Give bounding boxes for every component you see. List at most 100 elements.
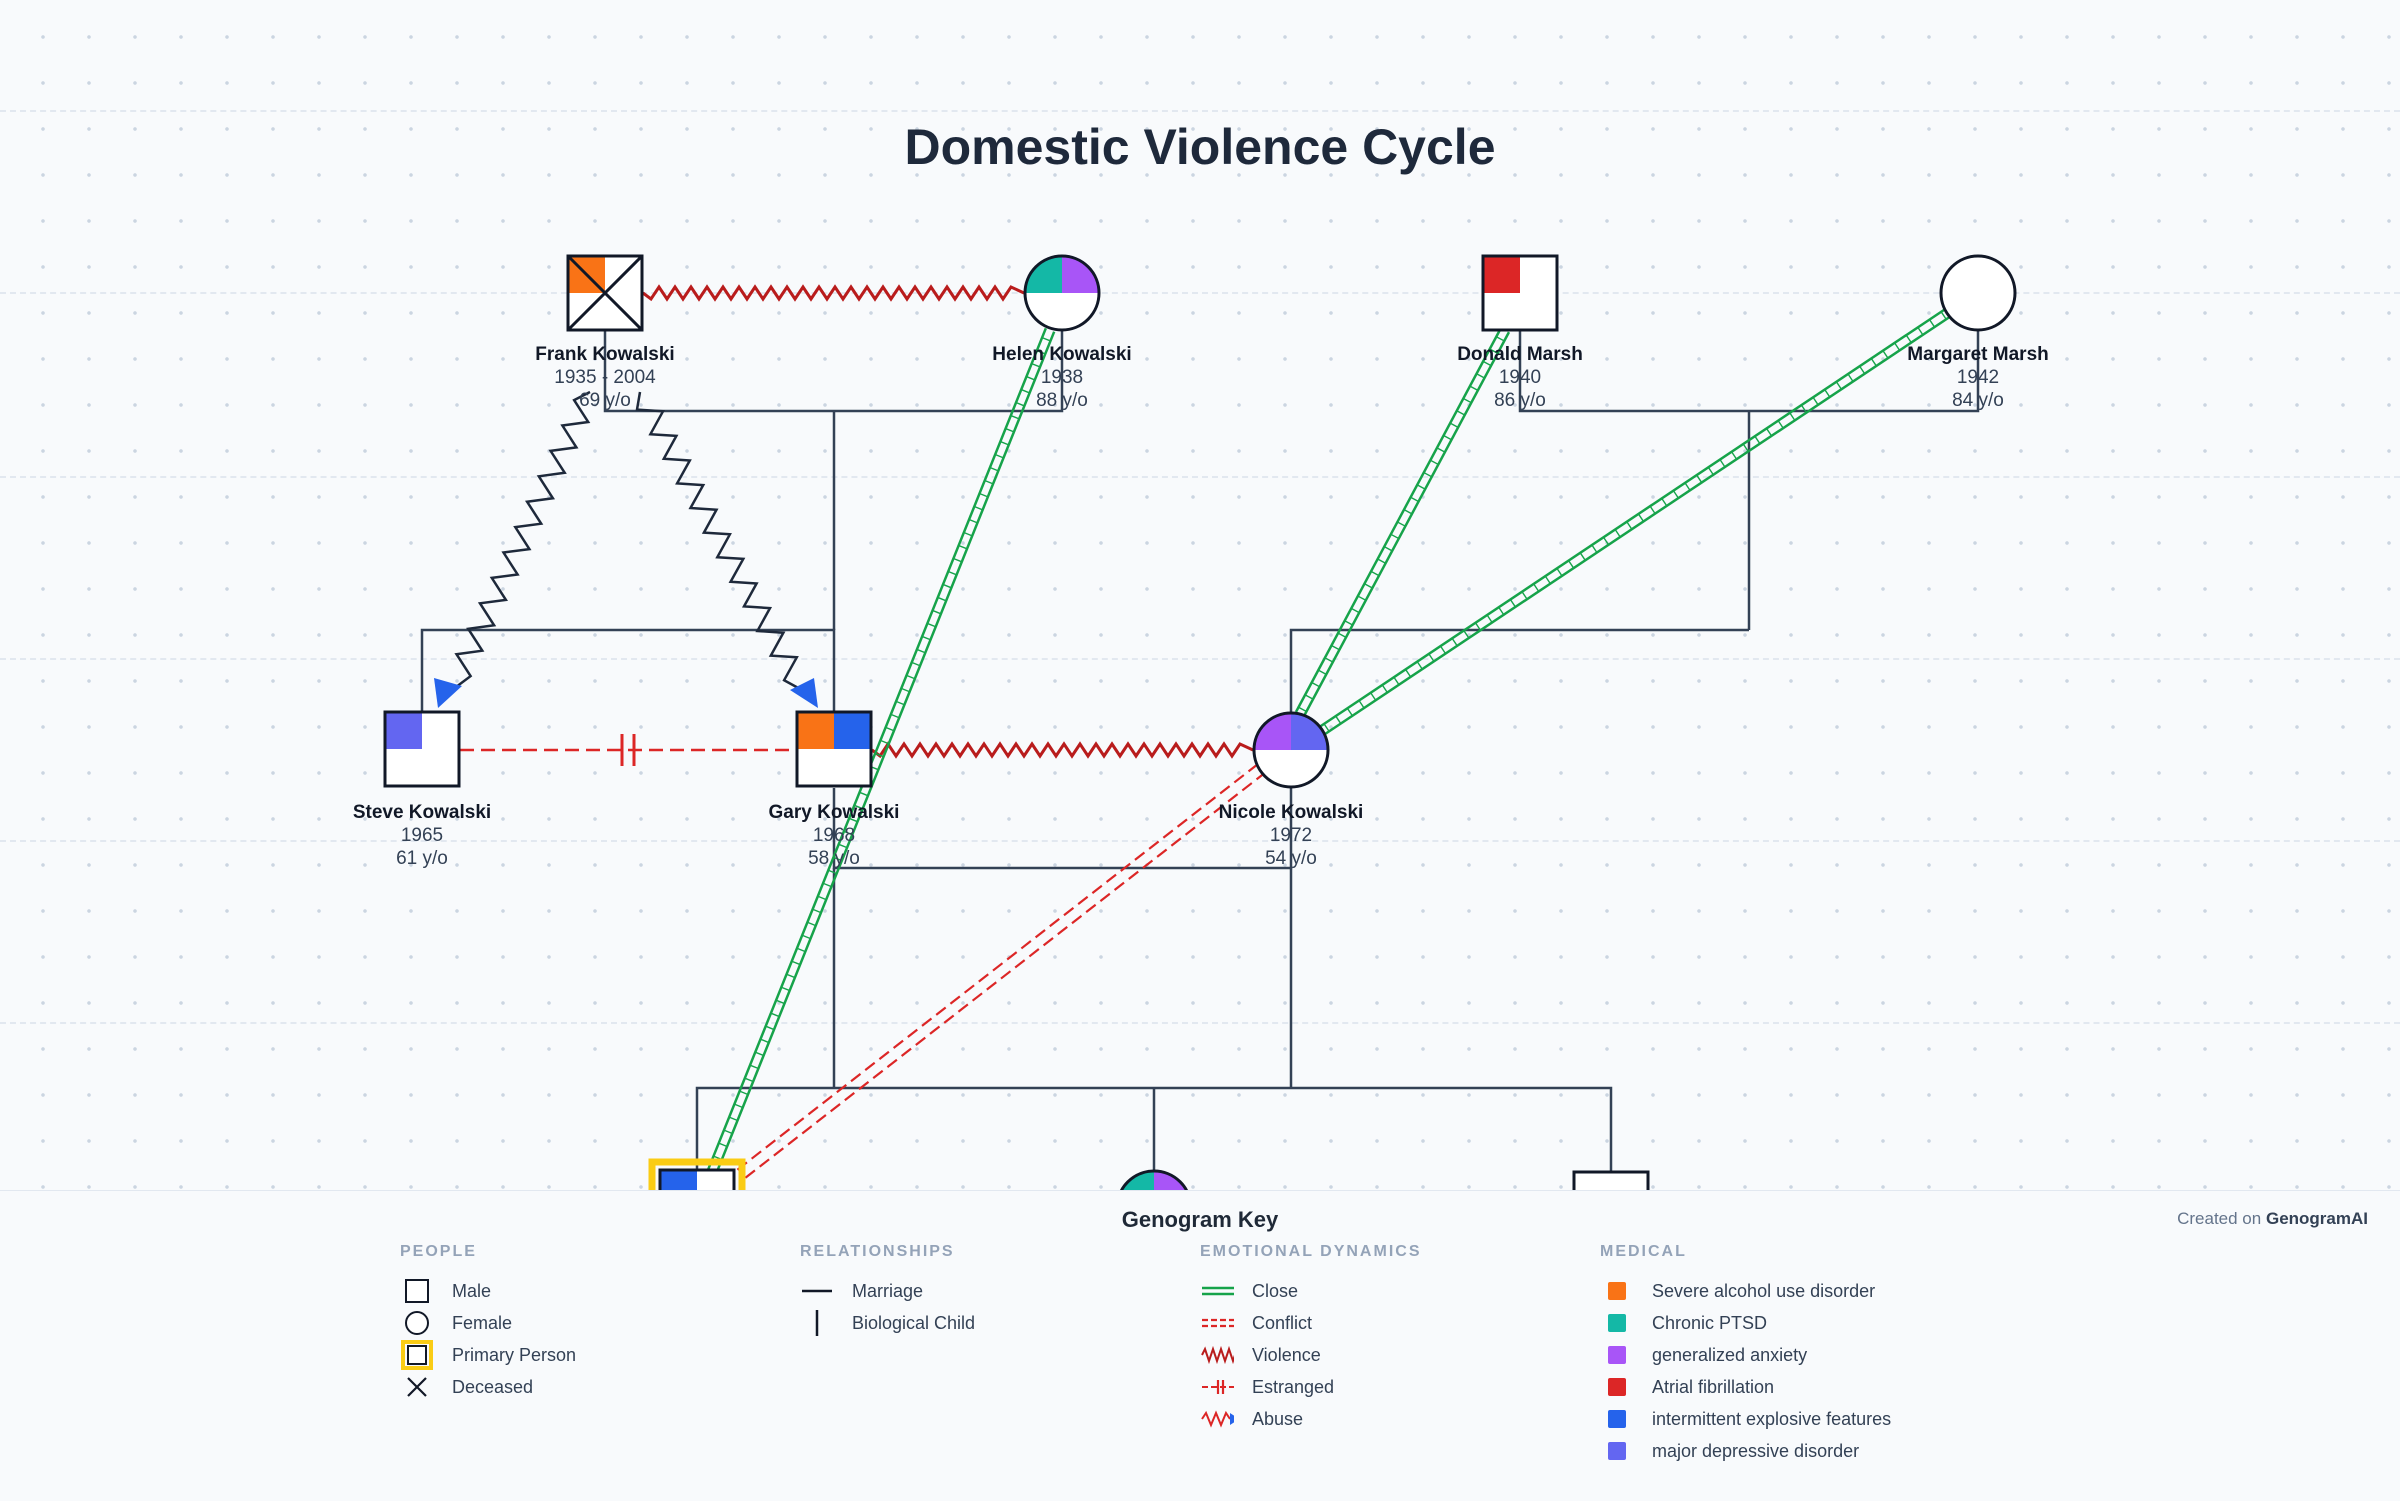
person-years: 1968 — [812, 825, 856, 846]
medical-quadrant-alcohol — [798, 713, 834, 749]
label-margaret-marsh: Margaret Marsh 1942 84 y/o — [1818, 343, 2138, 412]
close-lines — [706, 305, 1956, 1175]
close-line-margaret-nicole — [1316, 305, 1956, 737]
marriage-line-gary-nicole — [832, 788, 1293, 870]
key-item-explosive: intermittent explosive features — [1600, 1403, 1891, 1435]
color-swatch — [1608, 1282, 1626, 1300]
genogram-key: Genogram Key Created on GenogramAI PEOPL… — [0, 1190, 2400, 1501]
key-item-anxiety: generalized anxiety — [1600, 1339, 1891, 1371]
key-heading: EMOTIONAL DYNAMICS — [1200, 1243, 1422, 1260]
key-label: Violence — [1252, 1344, 1321, 1365]
person-age: 58 y/o — [808, 848, 860, 869]
medical-quadrant-afib — [1484, 257, 1520, 293]
medical-quadrant-depressive — [386, 713, 422, 749]
key-emotional: EMOTIONAL DYNAMICS Close Conflict Violen… — [1200, 1243, 1421, 1435]
key-item-close: Close — [1200, 1275, 1421, 1307]
medical-quadrant-ptsd — [1121, 1171, 1154, 1190]
diagram-title: Domestic Violence Cycle — [904, 119, 1496, 175]
key-item-estranged: Estranged — [1200, 1371, 1421, 1403]
key-item-depressive: major depressive disorder — [1600, 1435, 1891, 1467]
abuse-line-frank-steve — [451, 390, 591, 692]
credit-text: Created on GenogramAI — [2177, 1209, 2368, 1229]
key-item-male: Male — [400, 1275, 576, 1307]
sibling-line-kowalski — [420, 628, 836, 712]
medical-quadrant-depressive — [1291, 713, 1328, 750]
label-frank-kowalski: Frank Kowalski 1935 - 2004 69 y/o — [445, 343, 765, 412]
guide-line — [0, 476, 2400, 478]
key-item-deceased: Deceased — [400, 1371, 576, 1403]
person-helen-kowalski[interactable] — [1023, 254, 1101, 332]
key-label: Marriage — [852, 1280, 924, 1301]
key-people: PEOPLE Male Female Primary Person Deceas… — [400, 1243, 576, 1403]
person-gary-kowalski[interactable] — [795, 710, 873, 788]
credit-brand: GenogramAI — [2265, 1209, 2368, 1228]
abuse-arrow-gary — [790, 678, 818, 708]
key-item-marriage: Marriage — [800, 1275, 975, 1307]
key-item-ptsd: Chronic PTSD — [1600, 1307, 1891, 1339]
key-label: Deceased — [452, 1376, 534, 1397]
key-label: Male — [452, 1280, 492, 1301]
key-label: Primary Person — [452, 1344, 577, 1365]
guide-line — [0, 840, 2400, 842]
key-label: Estranged — [1252, 1376, 1335, 1397]
primary-person-outline — [648, 1158, 746, 1190]
color-swatch — [1608, 1442, 1626, 1460]
key-label: Atrial fibrillation — [1652, 1376, 1775, 1397]
person-years: 1938 — [1040, 367, 1084, 388]
person-name: Steve Kowalski — [352, 802, 492, 823]
person-primary-child[interactable] — [648, 1158, 746, 1190]
conflict-line-nicole-child — [731, 763, 1267, 1183]
color-swatch — [1608, 1410, 1626, 1428]
person-frank-kowalski[interactable] — [566, 254, 644, 332]
person-margaret-marsh[interactable] — [1939, 254, 2017, 332]
label-helen-kowalski: Helen Kowalski 1938 88 y/o — [902, 343, 1222, 412]
label-gary-kowalski: Gary Kowalski 1968 58 y/o — [674, 801, 994, 870]
medical-quadrant-explosive — [834, 713, 870, 749]
person-name: Nicole Kowalski — [1218, 802, 1364, 823]
person-age: 86 y/o — [1494, 390, 1546, 411]
violence-line-gary-nicole — [871, 741, 1254, 759]
person-donald-marsh[interactable] — [1481, 254, 1559, 332]
key-label: Close — [1252, 1280, 1299, 1301]
key-item-violence: Violence — [1200, 1339, 1421, 1371]
person-middle-child[interactable] — [1117, 1169, 1191, 1190]
person-years: 1940 — [1498, 367, 1542, 388]
key-label: intermittent explosive features — [1652, 1408, 1892, 1429]
person-age: 84 y/o — [1952, 390, 2004, 411]
key-label: generalized anxiety — [1652, 1344, 1808, 1365]
close-line-helen-child — [706, 327, 1056, 1175]
estranged-line-steve-gary — [460, 734, 796, 766]
key-label: Chronic PTSD — [1652, 1312, 1768, 1333]
person-right-child[interactable] — [1572, 1170, 1650, 1190]
genogram-svg — [383, 254, 2017, 1190]
key-label: Conflict — [1252, 1312, 1313, 1333]
person-steve-kowalski[interactable] — [383, 710, 461, 788]
person-years: 1972 — [1269, 825, 1313, 846]
key-item-conflict: Conflict — [1200, 1307, 1421, 1339]
medical-quadrant-explosive — [661, 1171, 697, 1190]
person-age: 54 y/o — [1265, 848, 1317, 869]
key-title: Genogram Key — [1121, 1207, 1279, 1232]
person-years: 1965 — [400, 825, 444, 846]
key-item-female: Female — [400, 1307, 576, 1339]
deceased-icon — [407, 1377, 427, 1397]
violence-line-frank-helen — [642, 284, 1025, 302]
person-name: Gary Kowalski — [768, 802, 900, 823]
person-name: Donald Marsh — [1457, 344, 1583, 365]
person-age: 88 y/o — [1036, 390, 1088, 411]
close-line-donald-nicole — [1294, 327, 1511, 717]
person-age: 69 y/o — [579, 390, 631, 411]
color-swatch — [1608, 1346, 1626, 1364]
person-nicole-kowalski[interactable] — [1252, 711, 1330, 789]
label-nicole-kowalski: Nicole Kowalski 1972 54 y/o — [1131, 801, 1451, 870]
sibling-line-marsh — [1289, 628, 1749, 712]
violence-lines — [642, 284, 1254, 759]
family-lines — [420, 330, 1980, 1172]
person-name: Frank Kowalski — [535, 344, 675, 365]
person-name: Margaret Marsh — [1907, 344, 2049, 365]
label-donald-marsh: Donald Marsh 1940 86 y/o — [1360, 343, 1680, 412]
color-swatch — [1608, 1378, 1626, 1396]
person-years: 1942 — [1956, 367, 2000, 388]
genogram-canvas[interactable]: Domestic Violence Cycle — [0, 0, 2400, 1190]
credit-prefix: Created on — [2177, 1209, 2262, 1228]
